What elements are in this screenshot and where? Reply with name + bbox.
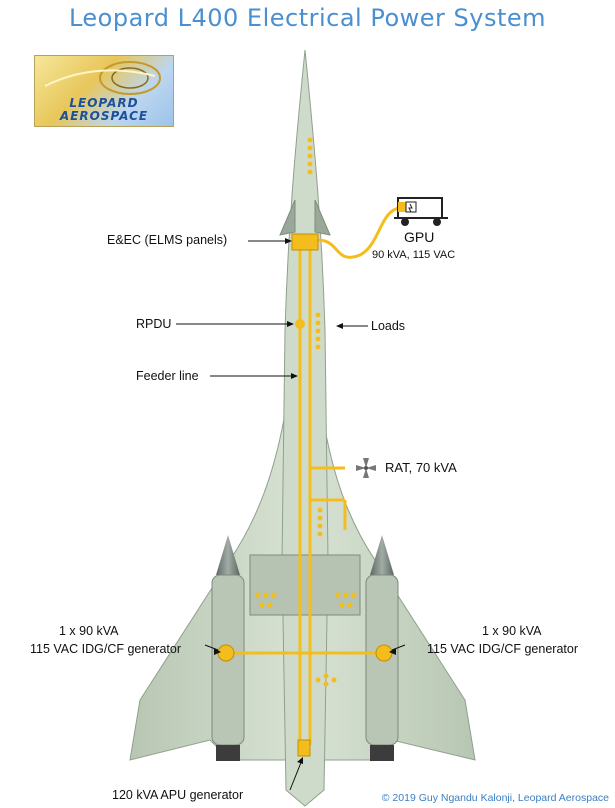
leader-lines [176,240,406,791]
label-eec: E&EC (ELMS panels) [107,233,228,247]
canard-left [279,199,296,236]
label-gpu: GPU [404,229,435,245]
left-generator [217,644,235,662]
logo-line-2: AEROSPACE [59,109,149,123]
load-dots [255,137,357,687]
rpdu-node [295,319,305,329]
leopard-aerospace-logo: LEOPARD AEROSPACE [34,55,174,127]
diagram-title: Leopard L400 Electrical Power System [68,4,547,32]
label-loads: Loads [371,319,406,333]
gpu-truck-icon [394,197,448,226]
logo-line-1: LEOPARD [69,96,139,110]
leader-arrows [214,238,396,764]
label-feeder-line: Feeder line [136,369,199,383]
fuselage [281,49,329,807]
logo-swirl-icon [44,61,161,95]
fan-icon [356,458,376,478]
label-left-gen-2: 115 VAC IDG/CF generator [30,642,181,656]
label-left-gen-1: 1 x 90 kVA [59,624,119,638]
label-gpu-spec: 90 kVA, 115 VAC [372,249,456,261]
label-rat: RAT, 70 kVA [385,460,457,475]
apu-generator [297,739,311,757]
label-rpdu: RPDU [136,317,172,331]
label-right-gen-2: 115 VAC IDG/CF generator [427,642,578,656]
label-right-gen-1: 1 x 90 kVA [482,624,542,638]
right-generator [375,644,393,662]
copyright-notice: © 2019 Guy Ngandu Kalonji, Leopard Aeros… [381,792,609,804]
label-apu: 120 kVA APU generator [112,788,244,802]
canard-right [314,199,331,236]
eec-panel [291,233,319,251]
